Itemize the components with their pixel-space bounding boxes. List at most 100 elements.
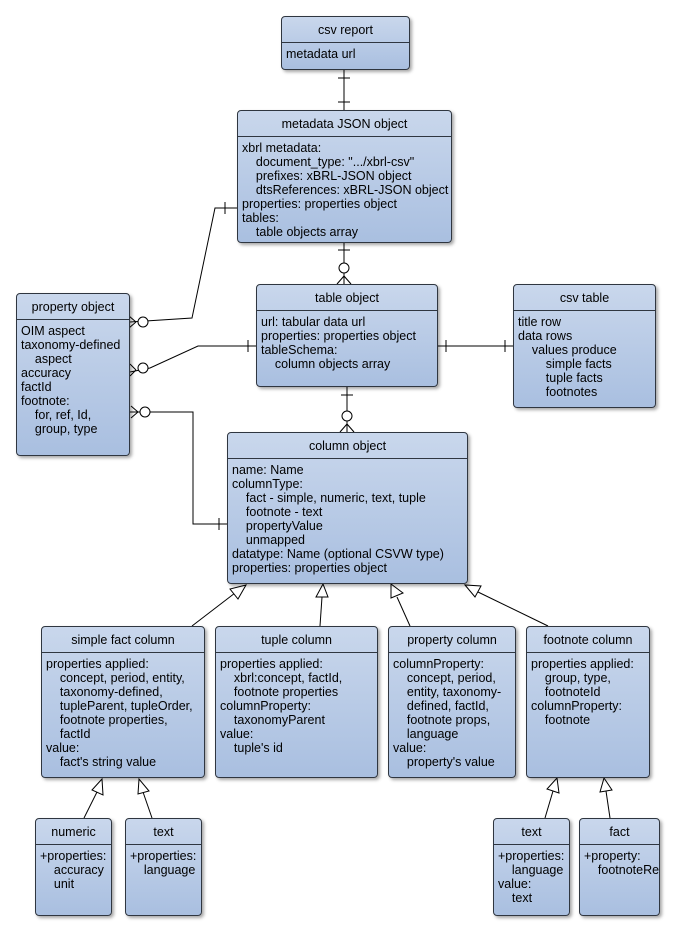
- box-line: defined, factId,: [393, 699, 489, 713]
- box-line: column objects array: [261, 357, 391, 371]
- box-line: value:: [498, 877, 532, 891]
- box-line: aspect: [21, 352, 72, 366]
- box-line: xbrl:concept, factId,: [220, 671, 343, 685]
- box-line: OIM aspect: [21, 324, 85, 338]
- box-line: entity, taxonomy-: [393, 685, 502, 699]
- box-line: +property:: [584, 849, 641, 863]
- box-line: properties: properties object: [232, 561, 387, 575]
- simple-fact-column-box: simple fact column properties applied: c…: [41, 626, 205, 778]
- box-title: fact: [580, 819, 659, 845]
- box-title: csv report: [282, 17, 409, 43]
- text-fact-box: text +properties: language: [125, 818, 202, 916]
- box-line: +properties:: [130, 849, 197, 863]
- box-body: properties applied: concept, period, ent…: [42, 653, 204, 771]
- edge-numeric-generalization: [83, 777, 104, 819]
- edge-report-to-metadata: [338, 70, 350, 110]
- edge-tuple-generalization: [315, 582, 329, 627]
- box-body: +property: footnoteRef: [580, 845, 659, 879]
- box-line: properties applied:: [531, 657, 634, 671]
- box-line: data rows: [518, 329, 573, 343]
- box-body: metadata url: [282, 43, 409, 63]
- box-line: footnote properties: [220, 685, 339, 699]
- box-title: csv table: [514, 285, 655, 311]
- box-line: url: tabular data url: [261, 315, 366, 329]
- box-line: taxonomyParent: [220, 713, 325, 727]
- box-line: footnote: [531, 713, 591, 727]
- property-column-box: property column columnProperty: concept,…: [388, 626, 516, 778]
- box-title: numeric: [36, 819, 111, 845]
- edge-metadata-to-table: [336, 243, 352, 285]
- box-line: language: [130, 863, 196, 877]
- box-line: footnote:: [21, 394, 70, 408]
- box-title: simple fact column: [42, 627, 204, 653]
- box-line: value:: [46, 741, 80, 755]
- box-line: values produce: [518, 343, 617, 357]
- box-line: xbrl metadata:: [242, 141, 322, 155]
- edge-simplefact-generalization: [191, 584, 248, 627]
- box-line: footnoteRef: [584, 863, 660, 877]
- box-line: metadata url: [286, 47, 356, 61]
- box-line: factId: [21, 380, 52, 394]
- box-line: columnProperty:: [531, 699, 623, 713]
- box-line: dtsReferences: xBRL-JSON object: [242, 183, 449, 197]
- box-line: tupleParent, tupleOrder,: [46, 699, 193, 713]
- box-line: columnProperty:: [393, 657, 485, 671]
- box-line: accuracy: [40, 863, 104, 877]
- box-line: value:: [393, 741, 427, 755]
- edge-textfootnote-generalization: [544, 776, 560, 819]
- box-line: footnote - text: [232, 505, 323, 519]
- box-title: footnote column: [527, 627, 649, 653]
- box-line: language: [393, 727, 459, 741]
- box-line: property's value: [393, 755, 495, 769]
- box-line: footnote props,: [393, 713, 491, 727]
- box-line: group, type: [21, 422, 98, 436]
- edge-table-to-csvtable: [438, 340, 513, 352]
- footnote-column-box: footnote column properties applied: grou…: [526, 626, 650, 778]
- fact-box: fact +property: footnoteRef: [579, 818, 660, 916]
- box-line: datatype: Name (optional CSVW type): [232, 547, 444, 561]
- box-line: factId: [46, 727, 91, 741]
- box-title: tuple column: [216, 627, 377, 653]
- box-body: columnProperty: concept, period, entity,…: [389, 653, 515, 771]
- numeric-box: numeric +properties: accuracy unit: [35, 818, 112, 916]
- box-line: propertyValue: [232, 519, 323, 533]
- box-line: properties applied:: [46, 657, 149, 671]
- box-title: property object: [17, 294, 129, 320]
- box-line: properties applied:: [220, 657, 323, 671]
- box-line: document_type: ".../xbrl-csv": [242, 155, 415, 169]
- box-line: fact's string value: [46, 755, 157, 769]
- edge-column-to-property: [130, 405, 227, 530]
- box-line: title row: [518, 315, 562, 329]
- edge-propertycolumn-generalization: [390, 583, 411, 627]
- box-line: columnType:: [232, 477, 303, 491]
- box-body: xbrl metadata: document_type: ".../xbrl-…: [238, 137, 451, 241]
- box-line: concept, period, entity,: [46, 671, 185, 685]
- box-line: unit: [40, 877, 75, 891]
- edge-table-to-column: [339, 387, 355, 433]
- edge-table-to-property: [129, 340, 256, 377]
- tuple-column-box: tuple column properties applied: xbrl:co…: [215, 626, 378, 778]
- box-line: language: [498, 863, 564, 877]
- csv-report-box: csv report metadata url: [281, 16, 410, 70]
- box-line: simple facts: [518, 357, 612, 371]
- box-line: name: Name: [232, 463, 304, 477]
- box-line: footnoteId: [531, 685, 601, 699]
- box-line: tuple's id: [220, 741, 283, 755]
- edge-footnotecolumn-generalization: [463, 584, 549, 627]
- box-title: column object: [228, 433, 467, 459]
- box-line: fact - simple, numeric, text, tuple: [232, 491, 426, 505]
- box-line: footnote properties,: [46, 713, 168, 727]
- edge-fact-generalization: [599, 776, 613, 819]
- box-line: for, ref, Id,: [21, 408, 92, 422]
- box-line: taxonomy-defined,: [46, 685, 163, 699]
- box-body: properties applied: xbrl:concept, factId…: [216, 653, 377, 757]
- box-line: prefixes: xBRL-JSON object: [242, 169, 412, 183]
- box-line: unmapped: [232, 533, 305, 547]
- box-title: text: [494, 819, 569, 845]
